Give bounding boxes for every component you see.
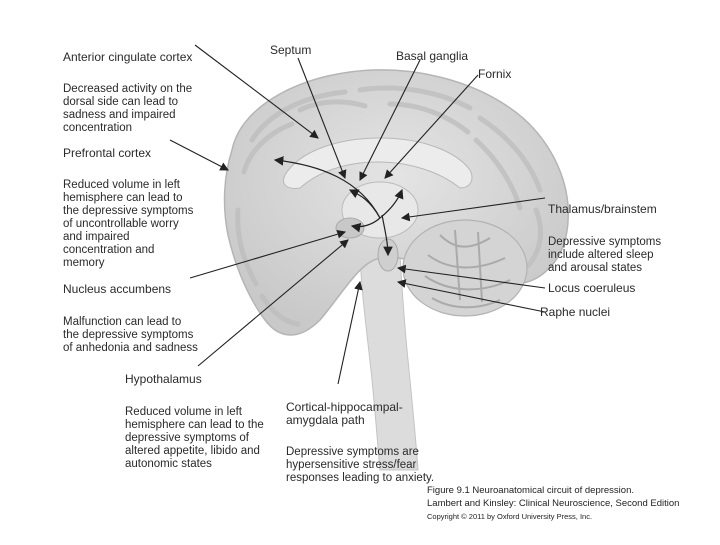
pointer-anterior-cingulate — [194, 44, 319, 139]
gyri-texture — [235, 85, 544, 327]
label-hypothalamus-desc: Reduced volume in left hemisphere can le… — [125, 406, 264, 470]
label-thalamus-title: Thalamus/brainstem — [548, 202, 657, 216]
label-raphe: Raphe nuclei — [540, 305, 611, 319]
pointer-fornix — [384, 74, 479, 179]
pointer-hypothalamus — [197, 239, 349, 367]
pointer-septum — [297, 57, 347, 180]
label-cortical-path: Cortical-hippocampal- amygdala path Depr… — [286, 388, 434, 498]
pointer-thalamus — [400, 197, 546, 222]
caption-line-2: Lambert and Kinsley: Clinical Neuroscien… — [427, 498, 680, 509]
label-fornix: Fornix — [478, 67, 512, 81]
label-septum: Septum — [270, 43, 312, 57]
pointer-basal-ganglia — [359, 59, 421, 181]
label-prefrontal: Prefrontal cortex Reduced volume in left… — [63, 134, 193, 283]
pointer-locus-coeruleus — [396, 264, 546, 289]
circuit-arrow-accumbens — [350, 217, 381, 233]
label-anterior-cingulate: Anterior cingulate cortex Decreased acti… — [63, 38, 192, 148]
label-basal-ganglia: Basal ganglia — [396, 49, 469, 63]
pointer-raphe — [396, 279, 546, 313]
label-prefrontal-desc: Reduced volume in left hemisphere can le… — [63, 179, 194, 269]
figure-caption: Figure 9.1 Neuroanatomical circuit of de… — [427, 484, 679, 523]
pointer-cortical-path — [337, 280, 363, 385]
circuit-arrow-septal — [348, 189, 381, 219]
cerebellum-shape — [402, 219, 528, 317]
label-locus-coeruleus: Locus coeruleus — [548, 281, 636, 295]
label-cortical-path-desc: Depressive symptoms are hypersensitive s… — [286, 446, 435, 484]
corpus-callosum-shape — [283, 137, 473, 189]
label-anterior-cingulate-title: Anterior cingulate cortex — [63, 50, 193, 64]
brainstem-shape — [359, 254, 419, 471]
caption-line-1: Figure 9.1 Neuroanatomical circuit of de… — [427, 485, 634, 496]
label-prefrontal-title: Prefrontal cortex — [63, 146, 152, 160]
label-thalamus-desc: Depressive symptoms include altered slee… — [548, 236, 662, 274]
deep-structure-shape — [335, 217, 365, 239]
circuit-arrow-brainstem — [381, 214, 393, 257]
label-anterior-cingulate-desc: Decreased activity on the dorsal side ca… — [63, 83, 193, 134]
label-nucleus-accumbens-desc: Malfunction can lead to the depressive s… — [63, 316, 198, 354]
pointer-prefrontal — [169, 139, 229, 171]
caption-copyright: Copyright © 2011 by Oxford University Pr… — [427, 512, 593, 521]
label-hypothalamus: Hypothalamus Reduced volume in left hemi… — [125, 360, 264, 484]
label-nucleus-accumbens-title: Nucleus accumbens — [63, 282, 172, 296]
label-hypothalamus-title: Hypothalamus — [125, 372, 202, 386]
label-thalamus: Thalamus/brainstem Depressive symptoms i… — [548, 190, 661, 288]
label-nucleus-accumbens: Nucleus accumbens Malfunction can lead t… — [63, 270, 198, 368]
pointer-nucleus-accumbens — [189, 229, 347, 279]
label-cortical-path-title: Cortical-hippocampal- amygdala path — [286, 400, 403, 427]
